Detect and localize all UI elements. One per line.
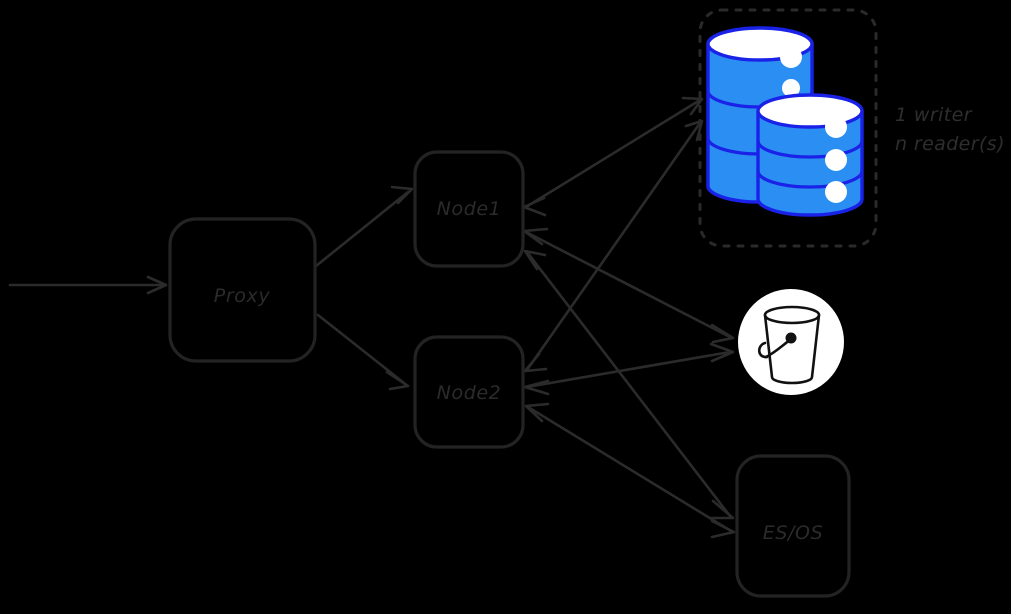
node2-box[interactable] [413, 335, 525, 449]
bucket-handle-knob [785, 332, 797, 344]
replica-database-icon[interactable] [756, 93, 864, 217]
search-cluster-box[interactable] [735, 454, 851, 598]
database-note-line-2: n reader(s) [895, 133, 1005, 155]
node2-node[interactable]: Node2 [413, 335, 525, 449]
database-cluster-group[interactable]: 1 writer n reader(s) [698, 8, 1005, 248]
replica-db-status-dot-1 [825, 116, 847, 138]
node2-label: Node2 [437, 382, 502, 404]
replica-db-status-dot-2 [825, 149, 847, 171]
primary-db-status-dot-2 [782, 79, 800, 97]
search-cluster-label: ES/OS [763, 522, 823, 544]
edge-node2-to-bucket [523, 342, 735, 396]
edge-proxy-to-node2 [316, 313, 410, 391]
proxy-box[interactable] [168, 217, 317, 363]
database-note-line-1: 1 writer [895, 104, 973, 126]
edge-proxy-to-node1 [314, 185, 414, 268]
edge-node1-to-search [523, 249, 735, 520]
primary-db-status-dot-1 [780, 46, 802, 68]
search-cluster-node[interactable]: ES/OS [735, 454, 851, 598]
replica-db-status-dot-3 [825, 181, 847, 203]
proxy-node[interactable]: Proxy [168, 217, 317, 363]
proxy-label: Proxy [214, 285, 271, 307]
incoming-request-arrow [8, 275, 168, 295]
node1-node[interactable]: Node1 [413, 150, 525, 268]
object-storage-bucket-icon[interactable] [738, 289, 844, 395]
edge-node1-to-bucket [522, 227, 735, 344]
edge-node2-to-search [524, 402, 736, 539]
node1-box[interactable] [413, 150, 525, 268]
node1-label: Node1 [437, 198, 502, 220]
